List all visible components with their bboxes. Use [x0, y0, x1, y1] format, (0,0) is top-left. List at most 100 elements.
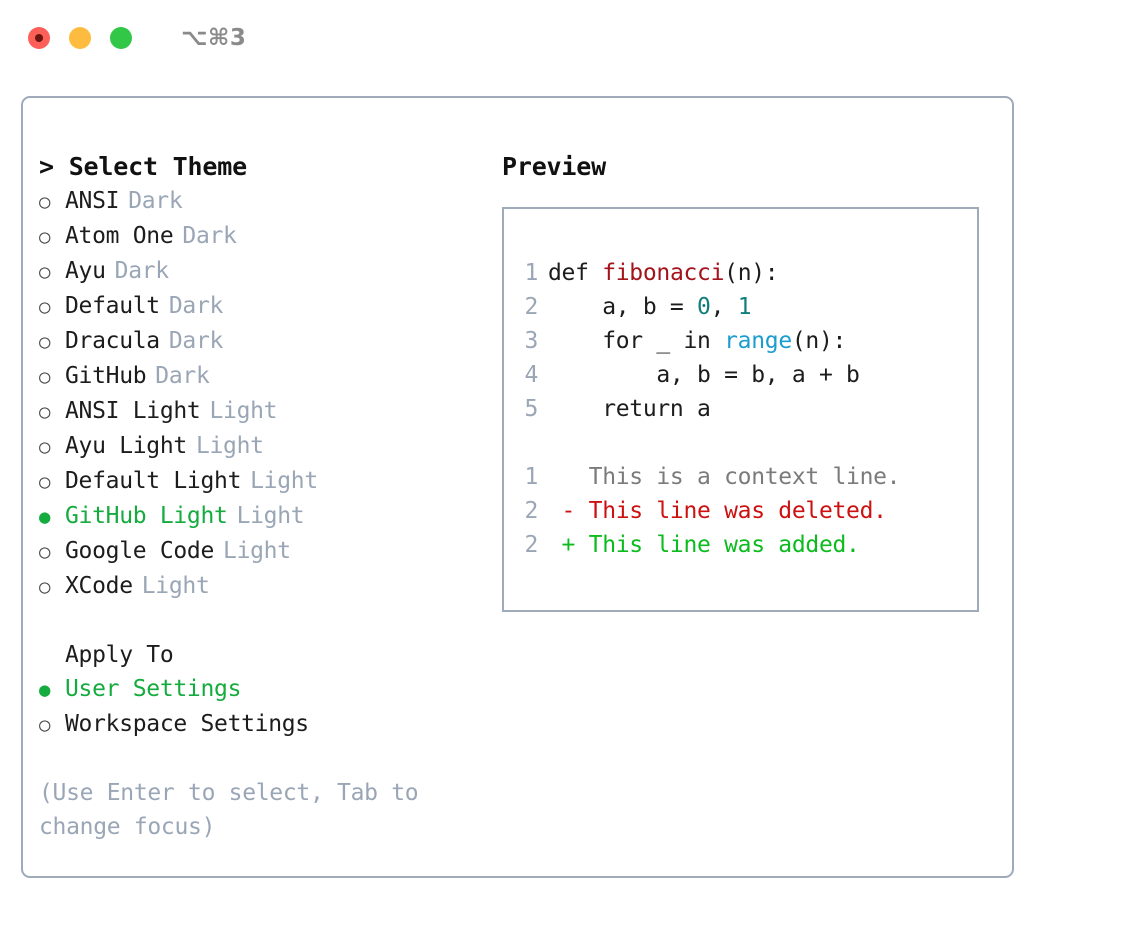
theme-option-kind: Dark	[168, 293, 224, 319]
line-number: 4	[524, 362, 538, 388]
code-line-text: a, b = b, a + b	[548, 358, 860, 392]
code-line: 1 def fibonacci(n):	[504, 256, 977, 290]
token-kw: a, b =	[548, 294, 698, 320]
code-line-text: for _ in range(n):	[548, 324, 846, 358]
theme-option-kind: Light	[195, 433, 264, 459]
radio-unselected-icon: ○	[39, 191, 51, 213]
theme-option-kind: Dark	[155, 363, 210, 389]
theme-option-google-code[interactable]: ○ Google Code Light	[39, 534, 489, 569]
token-num: 0	[697, 294, 711, 320]
theme-option-atom-one[interactable]: ○ Atom One Dark	[39, 219, 489, 254]
token-kw: (n):	[724, 260, 779, 286]
radio-unselected-icon: ○	[39, 296, 51, 318]
apply-to-option-user-settings[interactable]: ●User Settings	[39, 672, 489, 707]
line-number: 1	[524, 260, 538, 286]
radio-selected-icon: ●	[39, 506, 51, 528]
minimize-window-icon[interactable]	[69, 27, 91, 49]
theme-option-kind: Light	[236, 503, 305, 529]
code-line-text: def fibonacci(n):	[548, 256, 779, 290]
apply-to-option-workspace-settings[interactable]: ○ Workspace Settings	[39, 707, 489, 742]
theme-option-github-light[interactable]: ● GitHub Light Light	[39, 499, 489, 534]
close-window-icon[interactable]	[28, 27, 50, 49]
line-number: 2	[524, 498, 538, 524]
theme-option-label: Google Code	[65, 538, 215, 564]
theme-option-kind: Light	[141, 573, 210, 599]
code-line: 4 a, b = b, a + b	[504, 358, 977, 392]
apply-to-title: Apply To	[65, 642, 174, 668]
line-number: 2	[524, 532, 538, 558]
diff-line: 1 This is a context line.	[504, 460, 977, 494]
theme-option-ayu[interactable]: ○ Ayu Dark	[39, 254, 489, 289]
token-kw: (n):	[791, 328, 847, 354]
maximize-window-icon[interactable]	[110, 27, 132, 49]
theme-option-kind: Light	[223, 538, 291, 564]
preview-title: Preview	[502, 152, 606, 181]
token-num: 1	[737, 294, 752, 320]
diff-line-text: - This line was deleted.	[548, 494, 887, 528]
radio-unselected-icon: ○	[39, 471, 51, 493]
theme-option-label: GitHub	[65, 363, 147, 389]
diff-line: 2 + This line was added.	[504, 528, 977, 562]
line-number: 1	[524, 464, 538, 490]
theme-option-kind: Dark	[182, 223, 237, 249]
line-number: 5	[524, 396, 538, 422]
token-kw: return a	[548, 396, 711, 422]
diff-line: 2 - This line was deleted.	[504, 494, 977, 528]
theme-option-label: Default	[65, 293, 160, 319]
keyboard-shortcut-label: ⌥⌘3	[181, 25, 247, 51]
section-spacer	[39, 604, 489, 638]
preview-blank-line	[504, 426, 977, 460]
apply-to-option-label: Workspace Settings	[65, 711, 309, 737]
theme-option-label: ANSI Light	[65, 398, 201, 424]
token-kw: a, b = b, a + b	[548, 362, 860, 388]
line-number: 3	[524, 328, 538, 354]
theme-option-label: GitHub Light	[65, 503, 228, 529]
theme-option-label: Ayu Light	[65, 433, 187, 459]
theme-option-label: Ayu	[65, 258, 106, 284]
radio-unselected-icon: ○	[39, 401, 51, 423]
theme-option-kind: Dark	[114, 258, 170, 284]
theme-option-default-light[interactable]: ○ Default Light Light	[39, 464, 489, 499]
keyboard-hint-text: (Use Enter to select, Tab to change focu…	[39, 780, 419, 840]
line-number: 2	[524, 294, 538, 320]
radio-unselected-icon: ○	[39, 714, 51, 736]
theme-option-kind: Light	[250, 468, 318, 494]
traffic-lights	[28, 27, 132, 49]
token-ctx: This is a context line.	[548, 464, 901, 490]
radio-unselected-icon: ○	[39, 331, 51, 353]
token-del: - This line was deleted.	[548, 498, 887, 524]
token-bi: range	[724, 328, 792, 354]
diff-line-text: This is a context line.	[548, 460, 901, 494]
apply-to-option-label: User Settings	[65, 676, 242, 702]
code-line: 5 return a	[504, 392, 977, 426]
radio-unselected-icon: ○	[39, 226, 51, 248]
code-line-text: return a	[548, 392, 711, 426]
token-fn: fibonacci	[602, 260, 725, 286]
code-line: 2 a, b = 0, 1	[504, 290, 977, 324]
radio-unselected-icon: ○	[39, 261, 51, 283]
radio-unselected-icon: ○	[39, 436, 51, 458]
token-kw: ,	[710, 294, 738, 320]
radio-unselected-icon: ○	[39, 576, 51, 598]
apply-to-list: ●User Settings ○ Workspace Settings	[39, 672, 489, 742]
token-kw: for _ in	[548, 328, 725, 354]
theme-option-default[interactable]: ○ Default Dark	[39, 289, 489, 324]
radio-unselected-icon: ○	[39, 541, 51, 563]
theme-option-kind: Dark	[128, 188, 183, 214]
code-line-text: a, b = 0, 1	[548, 290, 751, 324]
theme-option-label: Atom One	[65, 223, 174, 249]
title-bar: ⌥⌘3	[0, 0, 1140, 76]
theme-option-label: Default Light	[65, 468, 242, 494]
theme-option-ayu-light[interactable]: ○ Ayu Light Light	[39, 429, 489, 464]
token-add: + This line was added.	[548, 532, 860, 558]
